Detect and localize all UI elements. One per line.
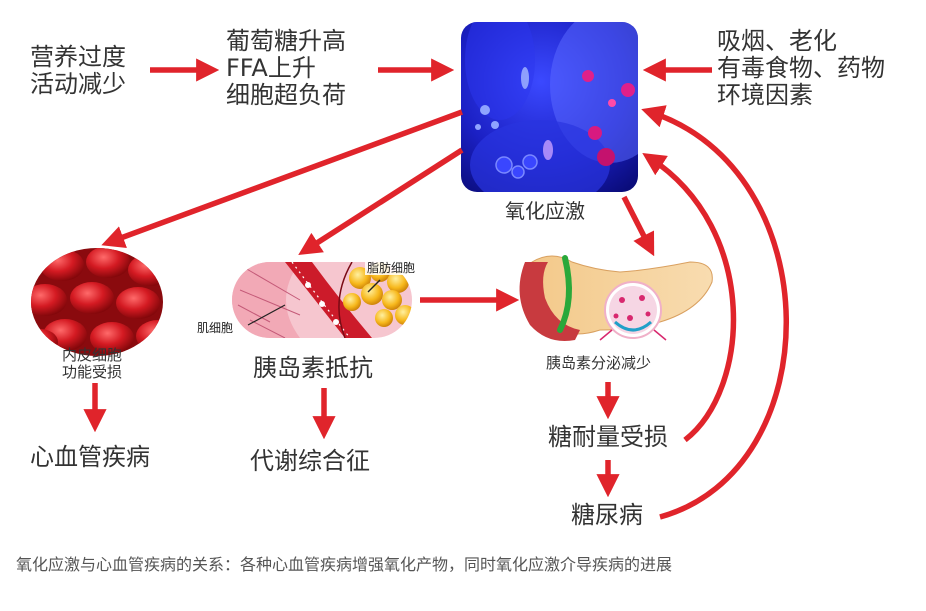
arrows xyxy=(83,58,789,520)
node-smoking-aging-line3: 环境因素 xyxy=(717,80,813,109)
node-diabetes: 糖尿病 xyxy=(571,501,643,529)
node-glucose-ffa-line2: FFA上升 xyxy=(226,53,316,82)
red-blood-cells-image xyxy=(31,248,163,356)
node-overnutrition: 营养过度 活动减少 xyxy=(30,44,126,98)
arrow-oxidative-to-insulin-resistance xyxy=(298,147,464,255)
arrow-oxidative-to-pancreas xyxy=(621,195,655,257)
caption: 氧化应激与心血管疾病的关系：各种心血管疾病增强氧化产物，同时氧化应激介导疾病的进… xyxy=(16,555,673,574)
node-endothelial-line2: 功能受损 xyxy=(62,362,123,381)
node-smoking-aging: 吸烟、老化 有毒食物、药物 环境因素 xyxy=(717,28,885,109)
node-metabolic-syndrome: 代谢综合征 xyxy=(250,447,370,475)
node-glucose-tolerance: 糖耐量受损 xyxy=(548,423,668,451)
node-overnutrition-line2: 活动减少 xyxy=(30,69,126,98)
node-endothelial: 内皮细胞 功能受损 xyxy=(62,347,122,381)
node-smoking-aging-line2: 有毒食物、药物 xyxy=(717,53,885,82)
pancreas-image xyxy=(519,255,713,341)
node-overnutrition-line1: 营养过度 xyxy=(30,43,126,71)
arrow-oxidative-to-endothelial xyxy=(101,109,463,249)
arrow-tolerance-to-oxidative xyxy=(642,152,737,443)
node-glucose-ffa-line3: 细胞超负荷 xyxy=(226,80,346,109)
arrow-diabetes-to-oxidative xyxy=(641,105,789,520)
oxidative-cell-image xyxy=(461,22,638,192)
node-smoking-aging-line1: 吸烟、老化 xyxy=(717,27,837,55)
node-insulin-resistance: 胰岛素抵抗 xyxy=(253,354,373,382)
node-glucose-ffa-line1: 葡萄糖升高 xyxy=(226,27,346,55)
node-endothelial-line1: 内皮细胞 xyxy=(62,346,123,364)
node-cardiovascular: 心血管疾病 xyxy=(30,443,150,471)
label-muscle-cell: 肌细胞 xyxy=(197,321,234,335)
label-oxidative-stress: 氧化应激 xyxy=(505,199,585,223)
label-fat-cell: 脂肪细胞 xyxy=(365,261,418,276)
node-insulin-secretion: 胰岛素分泌减少 xyxy=(546,354,652,372)
node-glucose-ffa: 葡萄糖升高 FFA上升 细胞超负荷 xyxy=(226,28,346,109)
